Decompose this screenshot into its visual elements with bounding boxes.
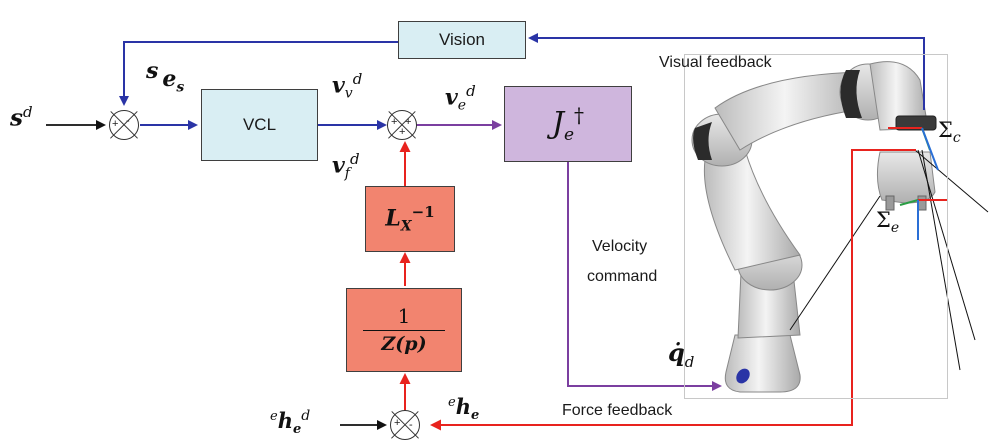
visual-feedback-label: Visual feedback bbox=[659, 54, 772, 71]
gripper-finger-left bbox=[885, 195, 895, 211]
velocity-command-label-line1: Velocity bbox=[592, 238, 648, 255]
reference-inputs bbox=[46, 120, 387, 430]
summing-junction-velocity: + + + bbox=[387, 110, 417, 140]
vision-block: Vision bbox=[398, 21, 526, 59]
velocity-command-label-line2: command bbox=[587, 268, 658, 285]
tool-tip-icon bbox=[736, 368, 750, 384]
jacobian-label: Je† bbox=[551, 103, 585, 145]
robot-joint-3-cap bbox=[693, 122, 712, 160]
q-dot-desired-label: q̇d bbox=[668, 338, 695, 371]
impedance-block: 1 Z(p) bbox=[346, 288, 462, 372]
impedance-numerator: 1 bbox=[397, 303, 411, 328]
summing-junction-vision: + - bbox=[109, 110, 139, 140]
vcl-block: VCL bbox=[201, 89, 318, 161]
lx-inverse-label: LX−1 bbox=[385, 203, 435, 235]
ve-desired-label: ved bbox=[445, 82, 476, 114]
camera-frame-label: Σc bbox=[938, 118, 961, 147]
wrench-desired-label: ehed bbox=[270, 408, 311, 438]
vcl-label: VCL bbox=[242, 115, 277, 134]
impedance-denominator: Z(p) bbox=[381, 333, 427, 356]
vf-desired-label: vfd bbox=[332, 150, 360, 182]
robot-arm-illustration bbox=[691, 61, 989, 393]
robot-image-frame bbox=[684, 54, 948, 399]
vv-desired-label: vvd bbox=[332, 70, 363, 102]
summing-junction-force: + - bbox=[390, 410, 420, 440]
lx-inverse-block: LX−1 bbox=[365, 186, 455, 252]
force-feedback-label: Force feedback bbox=[562, 402, 673, 419]
impedance-fraction-bar bbox=[363, 329, 445, 332]
s-desired-label: sd bbox=[10, 103, 33, 132]
robot-joint-4-cap bbox=[840, 70, 862, 118]
end-effector-frame-label: Σe bbox=[876, 208, 900, 237]
wrench-measured-label: ehe bbox=[448, 394, 480, 424]
jacobian-pseudoinverse-block: Je† bbox=[504, 86, 632, 162]
velocity-command-path bbox=[416, 120, 722, 391]
vision-label: Vision bbox=[439, 30, 485, 49]
force-feedback-path bbox=[399, 141, 916, 431]
camera-body bbox=[895, 115, 937, 131]
visual-feedback-path bbox=[119, 33, 925, 130]
